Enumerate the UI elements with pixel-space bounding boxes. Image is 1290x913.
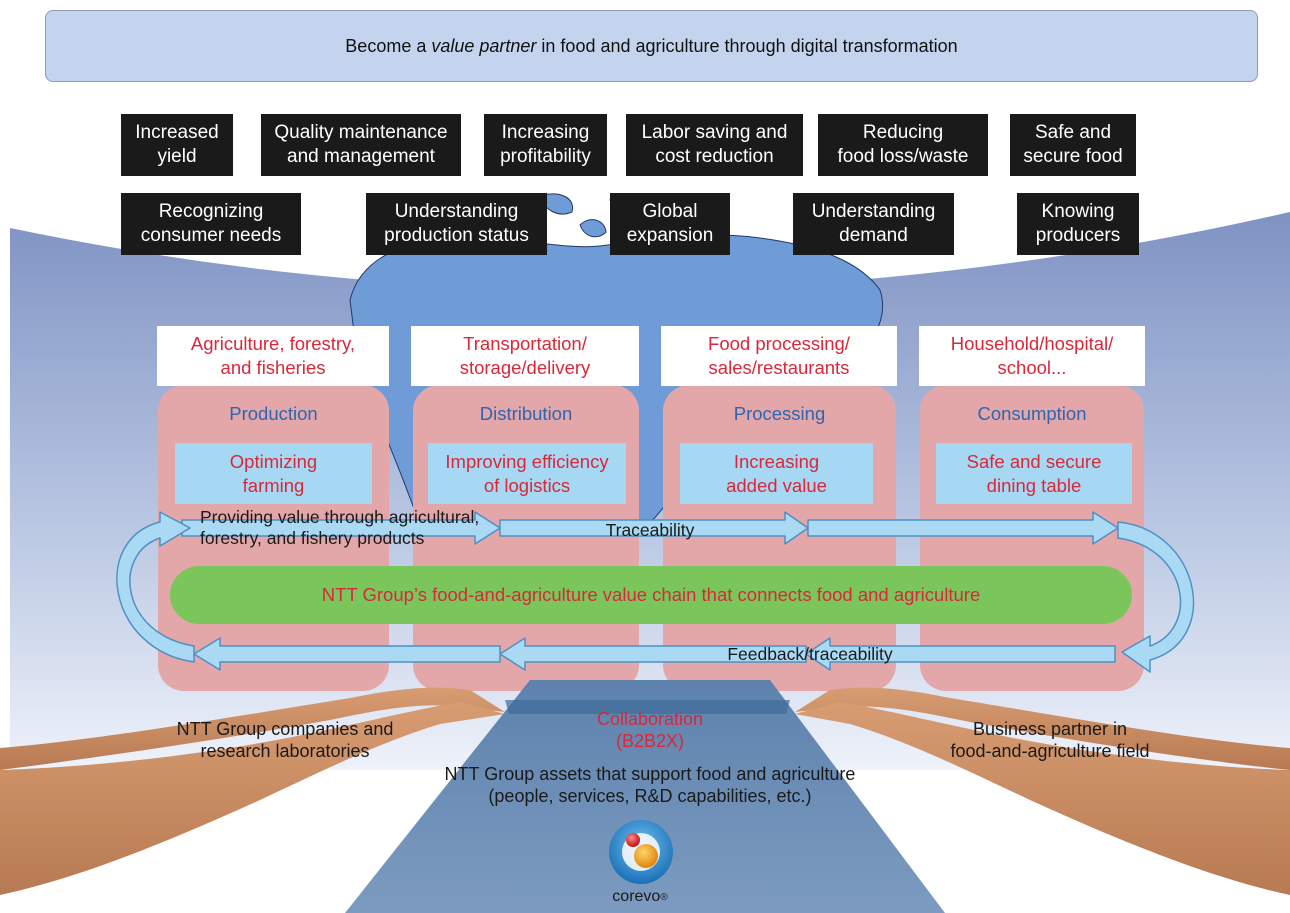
stage-column-consumption [920, 385, 1144, 691]
stage-goal-production: Optimizing farming [175, 443, 372, 504]
stage-title-consumption: Household/hospital/ school... [919, 326, 1145, 386]
stage-name-processing: Processing [733, 403, 826, 424]
vision-banner: Become a value partner in food and agric… [45, 10, 1258, 82]
assets-arrow [345, 680, 945, 913]
backward-arrow-2 [499, 637, 807, 671]
stage-goal-processing: Increasing added value [680, 443, 873, 504]
stage-name-consumption: Consumption [977, 403, 1087, 424]
assets-arrow-top [505, 700, 790, 714]
label-providing-value: Providing value through agricultural, fo… [200, 507, 480, 548]
value-box-global-expansion: Global expansion [610, 193, 730, 255]
stage-name-distribution: Distribution [479, 403, 573, 424]
value-box-quality-maintenance: Quality maintenance and management [261, 114, 461, 176]
value-box-recognizing-consumer-needs: Recognizing consumer needs [121, 193, 301, 255]
stage-title-production: Agriculture, forestry, and fisheries [157, 326, 389, 386]
forward-arrow-1 [181, 511, 501, 545]
stage-column-processing [663, 385, 896, 691]
registered-mark: ® [660, 891, 668, 903]
backward-arrow-1 [805, 637, 1116, 671]
stage-column-production [158, 385, 389, 691]
label-collaboration: Collaboration (B2B2X) [596, 709, 704, 751]
value-box-knowing-producers: Knowing producers [1017, 193, 1139, 255]
banner-emphasis: value partner [431, 35, 537, 56]
value-box-labor-saving: Labor saving and cost reduction [626, 114, 803, 176]
left-hand-arrow-lower [0, 702, 505, 895]
stage-goal-distribution: Improving efficiency of logistics [428, 443, 626, 504]
stage-name-production: Production [229, 403, 318, 424]
value-box-understanding-demand: Understanding demand [793, 193, 954, 255]
stage-goal-consumption: Safe and secure dining table [936, 443, 1132, 504]
banner-text-prefix: Become a [345, 35, 432, 56]
left-loop-arrow [116, 511, 195, 663]
value-box-increased-yield: Increased yield [121, 114, 233, 176]
backward-arrow-3 [193, 637, 501, 671]
label-ntt-group-companies: NTT Group companies and research laborat… [176, 719, 394, 761]
label-traceability: Traceability [605, 519, 695, 540]
stage-column-distribution [413, 385, 639, 691]
corevo-wordmark: corevo [612, 888, 661, 905]
value-box-safe-secure-food: Safe and secure food [1010, 114, 1136, 176]
stage-title-distribution: Transportation/ storage/delivery [411, 326, 639, 386]
label-business-partner: Business partner in food-and-agriculture… [950, 719, 1150, 761]
corevo-logo-text: corevo® [590, 886, 690, 908]
value-box-understanding-production-status: Understanding production status [366, 193, 547, 255]
value-box-increasing-profitability: Increasing profitability [484, 114, 607, 176]
label-feedback-traceability: Feedback/traceability [727, 643, 893, 664]
right-hand-arrow [795, 687, 1290, 770]
stage-title-processing: Food processing/ sales/restaurants [661, 326, 897, 386]
forward-arrow-3 [807, 511, 1119, 545]
banner-text-suffix: in food and agriculture through digital … [536, 35, 958, 56]
label-ntt-assets: NTT Group assets that support food and a… [444, 764, 856, 806]
left-hand-arrow [0, 687, 505, 770]
right-loop-arrow [1117, 521, 1195, 673]
corevo-logo-icon [609, 820, 673, 884]
value-chain-bar: NTT Group’s food-and-agriculture value c… [170, 566, 1132, 624]
right-hand-arrow-lower [795, 702, 1290, 895]
value-box-reducing-food-loss: Reducing food loss/waste [818, 114, 988, 176]
forward-arrow-2 [499, 511, 809, 545]
